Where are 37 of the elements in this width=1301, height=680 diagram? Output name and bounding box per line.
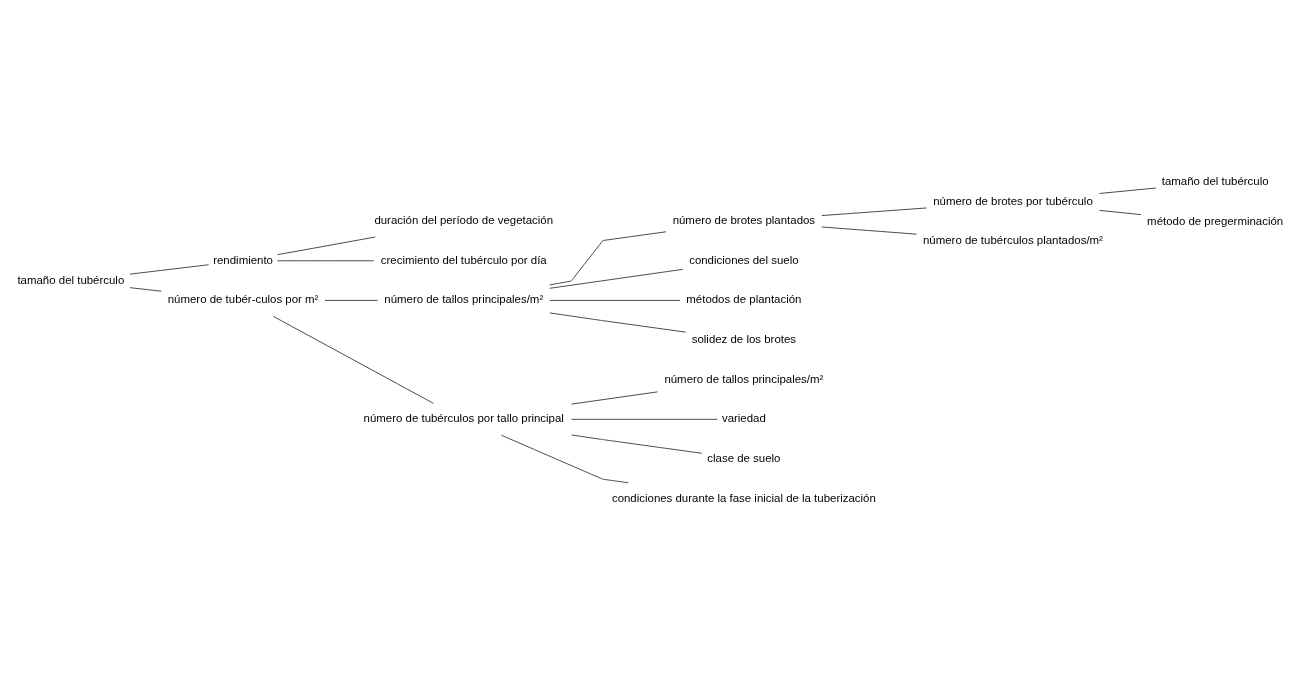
node-text: número de brotes por tubérculo <box>933 194 1093 207</box>
connector <box>571 418 718 420</box>
node-text: número de tallos principales/m² <box>664 372 824 385</box>
connector <box>277 236 376 255</box>
node-text: condiciones durante la fase inicial de la tuberización <box>611 491 876 504</box>
node-text: clase de suelo <box>707 451 781 464</box>
node-text: número de brotes plantados <box>672 213 816 226</box>
connector <box>1099 209 1142 215</box>
node-text: métodos de plantación <box>686 292 802 305</box>
connector <box>1099 187 1157 194</box>
node-text: rendimiento <box>213 253 273 266</box>
node-text: condiciones del suelo <box>689 253 799 266</box>
node-text: número de tubér-culos por m² <box>167 292 319 305</box>
connector <box>500 434 629 483</box>
connector <box>272 315 434 404</box>
node-text: tamaño del tubérculo <box>17 273 125 286</box>
node-text: tamaño del tubérculo <box>1161 174 1269 187</box>
connector <box>324 299 378 301</box>
node-text: crecimiento del tubérculo por día <box>380 253 547 266</box>
connector <box>129 286 162 292</box>
connector <box>571 390 659 405</box>
node-text: duración del período de vegetación <box>374 213 554 226</box>
connector <box>571 434 703 454</box>
connector <box>277 259 375 261</box>
connector <box>549 311 687 333</box>
connector <box>821 207 927 216</box>
node-text: número de tubérculos por tallo principal <box>363 411 564 424</box>
connector <box>821 226 917 235</box>
node-text: variedad <box>721 411 766 424</box>
connector <box>129 263 210 275</box>
connector <box>549 268 684 289</box>
connector <box>549 299 681 301</box>
node-text: número de tallos principales/m² <box>384 292 544 305</box>
node-text: número de tubérculos plantados/m² <box>923 233 1103 246</box>
node-text: método de pregerminación <box>1147 214 1284 227</box>
node-text: solidez de los brotes <box>691 332 797 345</box>
connector <box>549 230 667 285</box>
